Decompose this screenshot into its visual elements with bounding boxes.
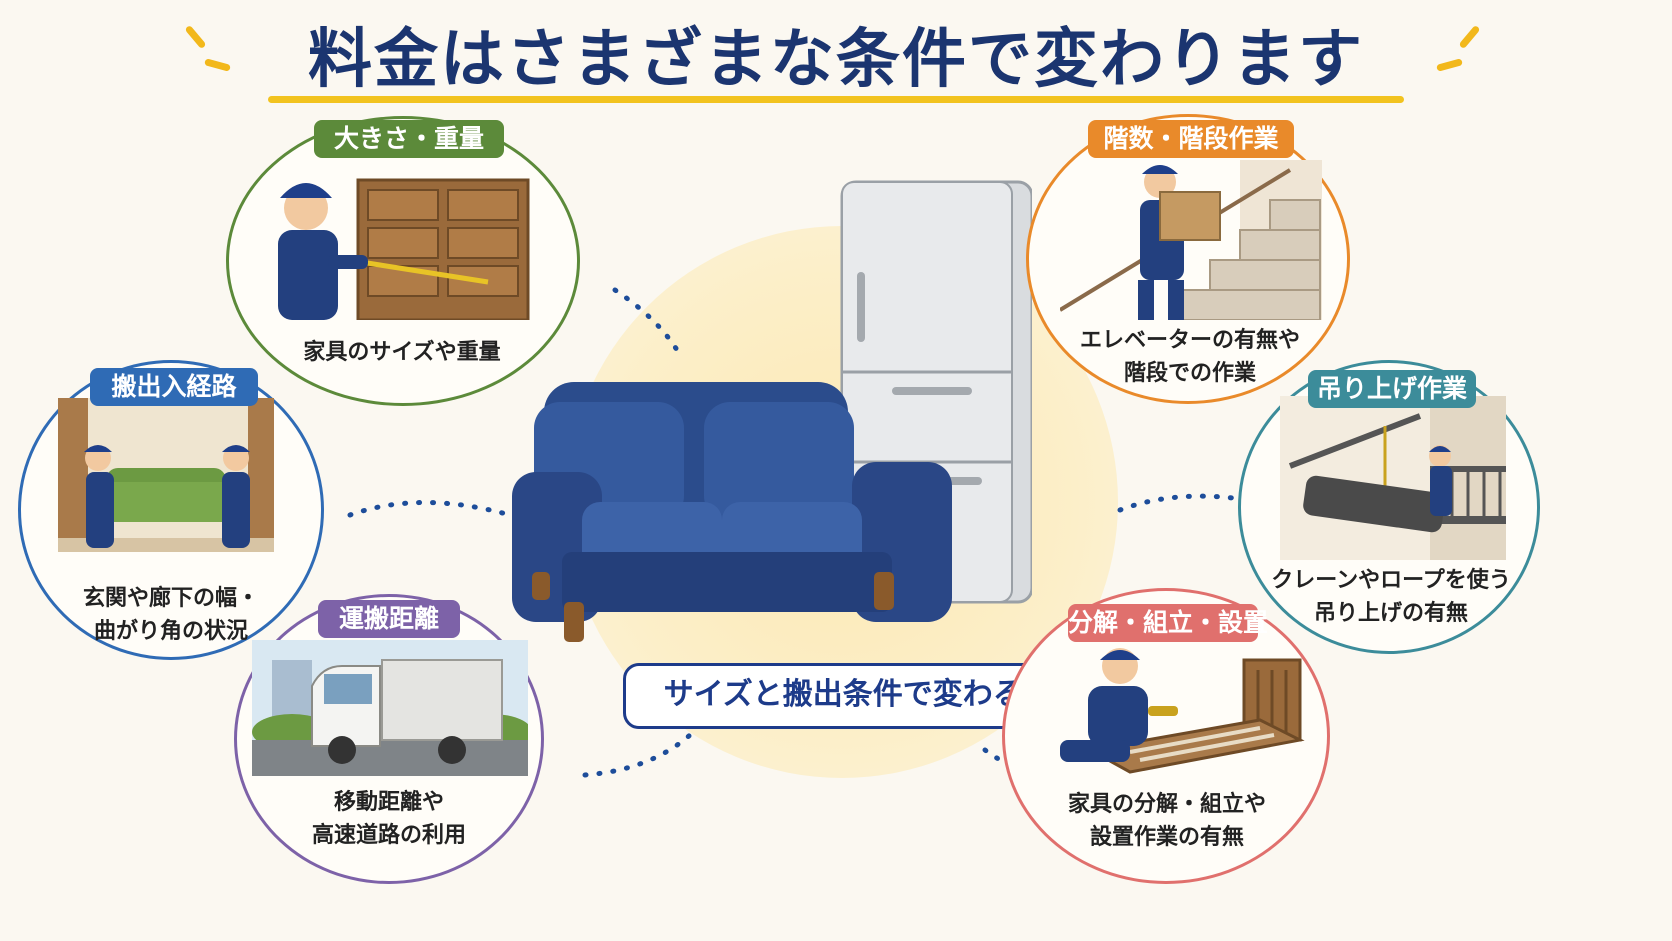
title-underline xyxy=(268,96,1404,103)
assembling-bed-illustration xyxy=(1040,640,1310,786)
badge-floors-stairs: 階数・階段作業 xyxy=(1088,120,1294,158)
crane-lifting-sofa-illustration xyxy=(1280,396,1506,560)
caption-carry-route: 玄関や廊下の幅・ 曲がり角の状況 xyxy=(82,586,259,644)
badge-size-weight: 大きさ・重量 xyxy=(314,120,504,158)
badge-disassembly-assembly: 分解・組立・設置 xyxy=(1068,604,1268,642)
badge-crane-lifting: 吊り上げ作業 xyxy=(1308,370,1476,408)
carrying-sofa-through-door-illustration xyxy=(58,398,274,552)
measuring-furniture-illustration xyxy=(258,160,548,320)
badge-carry-route: 搬出入経路 xyxy=(90,368,258,406)
caption-size-weight: 家具のサイズや重量 xyxy=(303,340,501,365)
fridge-and-sofa-illustration xyxy=(512,180,1032,642)
page-title: 料金はさまざまな条件で変わります xyxy=(308,23,1364,97)
badge-transport-distance: 運搬距離 xyxy=(318,600,460,638)
caption-crane-lifting: クレーンやロープを使う 吊り上げの有無 xyxy=(1271,568,1511,626)
sofa-icon xyxy=(512,382,952,642)
carrying-box-upstairs-illustration xyxy=(1060,160,1322,320)
truck-illustration xyxy=(252,640,528,776)
center-summary-label: サイズと搬出条件で変わる! xyxy=(623,663,1077,729)
caption-floors-stairs: エレベーターの有無や 階段での作業 xyxy=(1079,328,1300,386)
caption-transport-distance: 移動距離や 高速道路の利用 xyxy=(311,790,466,848)
caption-disassembly-assembly: 家具の分解・組立や 設置作業の有無 xyxy=(1067,792,1266,850)
